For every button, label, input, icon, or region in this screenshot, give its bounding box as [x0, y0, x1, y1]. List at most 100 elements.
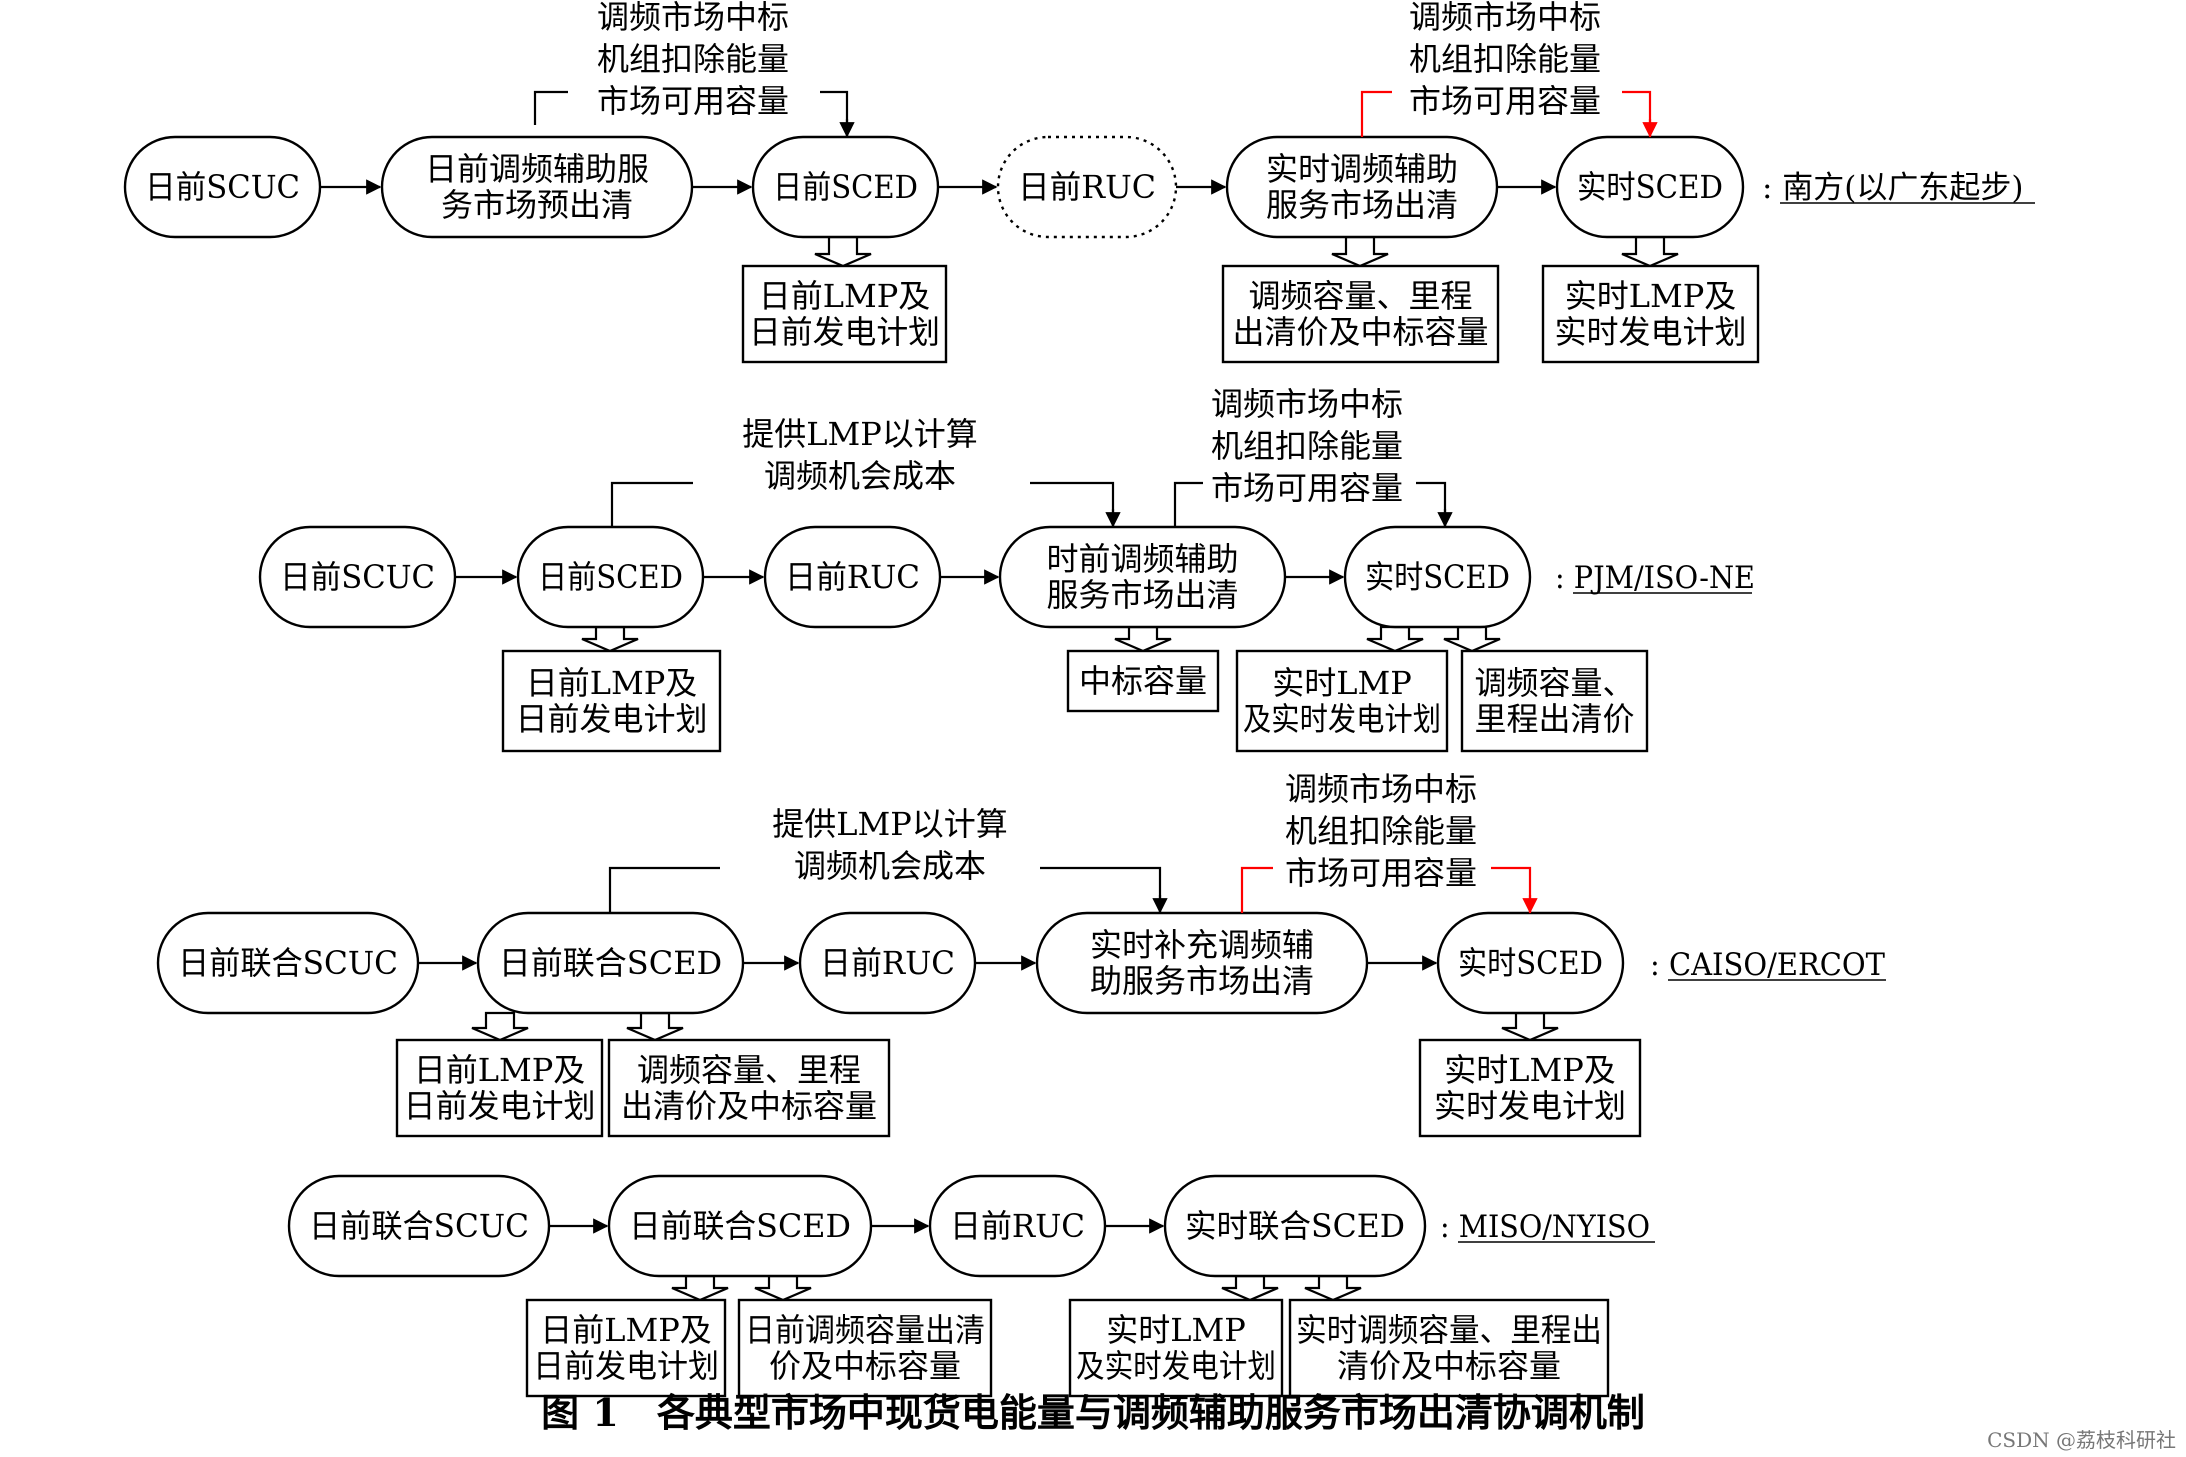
output-arrow: [1366, 625, 1424, 653]
output-box: 中标容量: [1066, 649, 1220, 713]
output-box-shape: [1541, 264, 1760, 364]
process-node-label: 日前联合SCUC: [309, 1207, 529, 1245]
output-box-label: 调频容量、里程: [637, 1051, 861, 1089]
output-arrow: [814, 235, 872, 268]
annotation-note: 机组扣除能量: [1211, 427, 1403, 465]
process-node-shape: [996, 135, 1178, 239]
process-node: 实时SCED: [1555, 135, 1745, 239]
annotation-note: 市场可用容量: [1285, 854, 1477, 892]
process-node-label: 助服务市场出清: [1090, 962, 1314, 1000]
process-node: 日前SCED: [751, 135, 940, 239]
process-node-shape: [798, 911, 977, 1015]
output-box-label: 中标容量: [1079, 662, 1207, 700]
process-node: 日前联合SCUC: [156, 911, 420, 1015]
annotation-note: 市场可用容量: [597, 82, 789, 120]
output-arrow: [1304, 1274, 1362, 1302]
output-box-label: 日前调频容量出清: [745, 1311, 985, 1349]
output-box-label: 日前LMP及: [526, 664, 698, 702]
output-box: 调频容量、里程出清价: [1460, 649, 1649, 753]
process-node: 日前联合SCED: [607, 1174, 873, 1278]
output-box-label: 实时LMP及: [1565, 277, 1737, 315]
process-node-shape: [287, 1174, 551, 1278]
process-node-shape: [1163, 1174, 1427, 1278]
output-box-label: 调频容量、里程: [1248, 277, 1472, 315]
output-box-label: 日前发电计划: [403, 1087, 595, 1125]
output-arrow: [754, 1274, 812, 1302]
process-node: 日前联合SCED: [476, 911, 745, 1015]
output-box-label: 及实时发电计划: [1243, 700, 1441, 738]
process-node-label: 实时SCED: [1458, 944, 1603, 982]
annotation-note: 提供LMP以计算: [772, 805, 1008, 843]
output-box-label: 里程出清价: [1474, 700, 1634, 738]
annotation-note: 调频机会成本: [794, 847, 986, 885]
output-box-shape: [1460, 649, 1649, 753]
output-arrow: [471, 1011, 529, 1042]
process-node-shape: [928, 1174, 1107, 1278]
output-arrow: [626, 1011, 684, 1042]
process-node-shape: [1035, 911, 1369, 1015]
process-node-label: 日前联合SCED: [629, 1207, 851, 1245]
process-node-label: 务市场预出清: [441, 186, 633, 224]
process-node-label: 实时SCED: [1365, 558, 1510, 596]
process-node: 实时SCED: [1436, 911, 1625, 1015]
annotation-note: 提供LMP以计算: [742, 415, 978, 453]
output-box-label: 日前LMP及: [759, 277, 931, 315]
annotation-note: 调频市场中标: [1409, 0, 1601, 36]
annotation-note: 调频市场中标: [597, 0, 789, 36]
process-node-label: 日前调频辅助服: [425, 150, 649, 188]
output-box-label: 日前发电计划: [749, 313, 940, 351]
output-box-label: 出清价及中标容量: [621, 1087, 877, 1125]
output-box-shape: [737, 1298, 993, 1398]
annotation-note: 调频市场中标: [1285, 770, 1477, 808]
process-node: 日前RUC: [928, 1174, 1107, 1278]
output-arrow: [581, 625, 639, 653]
annotation-note: 机组扣除能量: [1285, 812, 1477, 850]
output-box-label: 实时调频容量、里程出: [1296, 1311, 1602, 1349]
process-node-label: 日前RUC: [785, 558, 920, 596]
process-node-shape: [763, 525, 942, 629]
process-node-label: 实时SCED: [1577, 168, 1723, 206]
process-node-label: 日前RUC: [950, 1207, 1085, 1245]
region-label: : PJM/ISO-NE: [1555, 560, 1755, 596]
process-node-label: 日前RUC: [820, 944, 955, 982]
process-node-label: 时前调频辅助: [1046, 540, 1238, 578]
annotation-note: 调频市场中标: [1211, 385, 1403, 423]
output-box-label: 日前LMP及: [540, 1311, 712, 1349]
output-box-label: 日前LMP及: [414, 1051, 586, 1089]
output-box-label: 出清价及中标容量: [1232, 313, 1488, 351]
region-label: : CAISO/ERCOT: [1650, 947, 1885, 983]
watermark: CSDN @荔枝科研社: [1987, 1428, 2176, 1452]
output-box-shape: [501, 649, 722, 753]
process-node-label: 实时调频辅助: [1266, 150, 1458, 188]
output-arrow: [1221, 1274, 1279, 1302]
process-node-label: 服务市场出清: [1046, 576, 1238, 614]
output-box-shape: [395, 1038, 604, 1138]
output-box-label: 实时发电计划: [1554, 313, 1746, 351]
process-node: 实时联合SCED: [1163, 1174, 1427, 1278]
region-label: : MISO/NYISO: [1440, 1209, 1650, 1245]
process-node: 日前RUC: [798, 911, 977, 1015]
annotation-note: 调频机会成本: [764, 457, 956, 495]
output-arrow: [1443, 625, 1501, 653]
process-node: 日前RUC: [996, 135, 1178, 239]
process-node-label: 日前SCUC: [145, 168, 300, 206]
output-box-shape: [741, 264, 948, 364]
process-node-label: 实时联合SCED: [1185, 1207, 1405, 1245]
process-node-shape: [607, 1174, 873, 1278]
process-node-shape: [258, 525, 457, 629]
process-node-label: 日前SCED: [773, 168, 918, 206]
process-node-label: 日前RUC: [1018, 168, 1156, 206]
annotation-note: 市场可用容量: [1409, 82, 1601, 120]
output-box-shape: [1221, 264, 1500, 364]
process-node-label: 日前SCUC: [280, 558, 435, 596]
output-box-label: 及实时发电计划: [1076, 1347, 1276, 1385]
output-box-label: 实时LMP及: [1444, 1051, 1616, 1089]
